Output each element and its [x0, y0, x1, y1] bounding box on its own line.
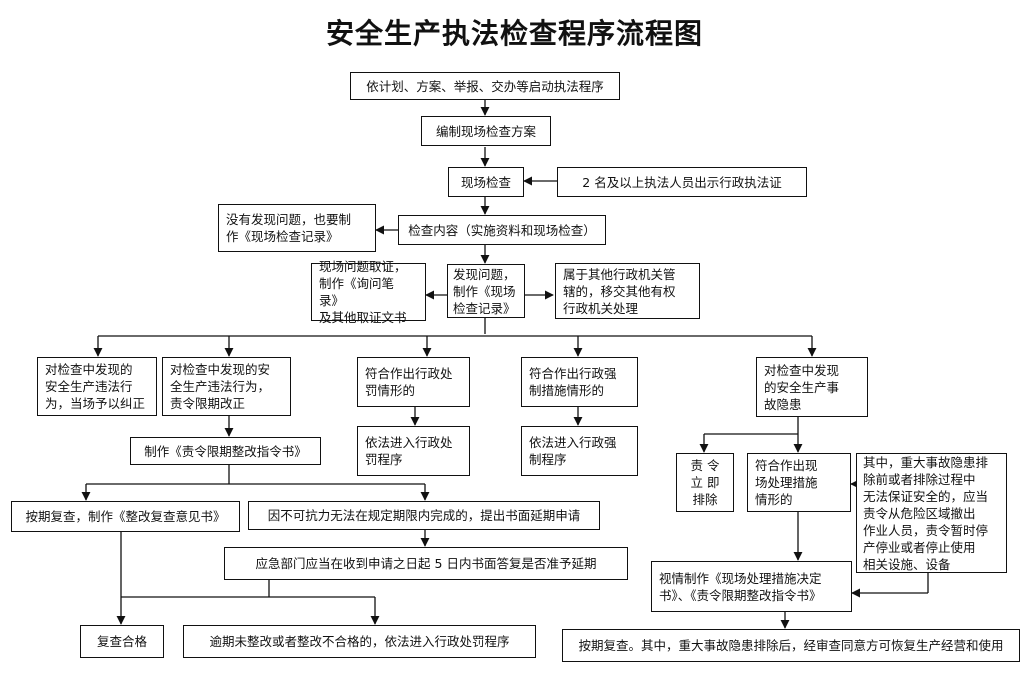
evidence-label: 现场问题取证， 制作《询问笔录》 及其他取证文书: [319, 259, 407, 325]
order-fix-label: 对检查中发现的安 全生产违法行为， 责令限期改正: [170, 362, 271, 411]
fail-label: 逾期未整改或者整改不合格的，依法进入行政处罚程序: [209, 634, 510, 649]
order-doc-box: 制作《责令限期整改指令书》: [130, 437, 321, 465]
no-problem-box: 没有发现问题，也要制 作《现场检查记录》: [218, 204, 376, 252]
penalty-cond-box: 符合作出行政处 罚情形的: [357, 357, 470, 407]
penalty-proc-box: 依法进入行政处 罚程序: [357, 426, 470, 476]
scene-cond-box: 符合作出现 场处理措施 情形的: [747, 453, 851, 512]
scene-doc-box: 视情制作《现场处理措施决定 书》、《责令限期整改指令书》: [651, 561, 852, 612]
recheck-box: 按期复查，制作《整改复查意见书》: [11, 501, 240, 532]
evidence-box: 现场问题取证， 制作《询问笔录》 及其他取证文书: [311, 259, 426, 325]
enforce-cond-box: 符合作出行政强 制措施情形的: [521, 357, 638, 407]
page-title: 安全生产执法检查程序流程图: [325, 17, 703, 50]
plan-box: 编制现场检查方案: [421, 116, 551, 146]
reply-label: 应急部门应当在收到申请之日起 5 日内书面答复是否准予延期: [255, 556, 597, 571]
inspect-box: 现场检查: [448, 167, 524, 197]
recheck-label: 按期复查，制作《整改复查意见书》: [25, 509, 226, 524]
transfer-box: 属于其他行政机关管 辖的，移交其他有权 行政机关处理: [555, 263, 700, 319]
found-label: 发现问题， 制作《现场 检查记录》: [453, 266, 516, 316]
enforce-proc-label: 依法进入行政强 制程序: [529, 435, 617, 467]
force-majeure-label: 因不可抗力无法在规定期限内完成的，提出书面延期申请: [267, 508, 581, 523]
content-label: 检查内容（实施资料和现场检查）: [408, 222, 596, 238]
order-fix-box: 对检查中发现的安 全生产违法行为， 责令限期改正: [162, 357, 291, 416]
final-recheck-box: 按期复查。其中，重大事故隐患排除后，经审查同意方可恢复生产经营和使用: [562, 629, 1020, 662]
pass-label: 复查合格: [96, 634, 147, 649]
inspect-label: 现场检查: [460, 174, 511, 190]
immediate-label: 责 令 立 即 排除: [690, 458, 720, 507]
cert-label: 2 名及以上执法人员出示行政执法证: [582, 174, 782, 190]
onsite-fix-label: 对检查中发现的 安全生产违法行 为，当场予以纠正: [45, 362, 146, 411]
reply-box: 应急部门应当在收到申请之日起 5 日内书面答复是否准予延期: [224, 547, 628, 580]
content-box: 检查内容（实施资料和现场检查）: [398, 215, 606, 245]
major-hazard-label: 其中，重大事故隐患排 除前或者排除过程中 无法保证安全的，应当 责令从危险区域撤…: [863, 454, 989, 572]
force-majeure-box: 因不可抗力无法在规定期限内完成的，提出书面延期申请: [248, 501, 600, 530]
transfer-label: 属于其他行政机关管 辖的，移交其他有权 行政机关处理: [563, 266, 676, 316]
plan-label: 编制现场检查方案: [435, 123, 536, 139]
order-doc-label: 制作《责令限期整改指令书》: [144, 443, 307, 459]
scene-cond-label: 符合作出现 场处理措施 情形的: [755, 458, 818, 507]
hazard-box: 对检查中发现 的安全生产事 故隐患: [756, 357, 868, 417]
immediate-box: 责 令 立 即 排除: [676, 453, 734, 512]
onsite-fix-box: 对检查中发现的 安全生产违法行 为，当场予以纠正: [37, 357, 157, 416]
penalty-cond-label: 符合作出行政处 罚情形的: [365, 366, 453, 398]
final-recheck-label: 按期复查。其中，重大事故隐患排除后，经审查同意方可恢复生产经营和使用: [578, 638, 1004, 653]
major-hazard-box: 其中，重大事故隐患排 除前或者排除过程中 无法保证安全的，应当 责令从危险区域撤…: [856, 453, 1007, 573]
scene-doc-label: 视情制作《现场处理措施决定 书》、《责令限期整改指令书》: [659, 570, 822, 603]
no-problem-label: 没有发现问题，也要制 作《现场检查记录》: [226, 212, 352, 244]
fail-box: 逾期未整改或者整改不合格的，依法进入行政处罚程序: [183, 625, 536, 658]
found-box: 发现问题， 制作《现场 检查记录》: [447, 264, 525, 318]
enforce-proc-box: 依法进入行政强 制程序: [521, 426, 638, 476]
enforce-cond-label: 符合作出行政强 制措施情形的: [529, 366, 617, 398]
start-box: 依计划、方案、举报、交办等启动执法程序: [350, 72, 620, 100]
cert-box: 2 名及以上执法人员出示行政执法证: [557, 167, 807, 197]
start-label: 依计划、方案、举报、交办等启动执法程序: [366, 78, 604, 94]
penalty-proc-label: 依法进入行政处 罚程序: [365, 435, 453, 467]
hazard-label: 对检查中发现 的安全生产事 故隐患: [764, 362, 840, 412]
pass-box: 复查合格: [80, 625, 164, 658]
